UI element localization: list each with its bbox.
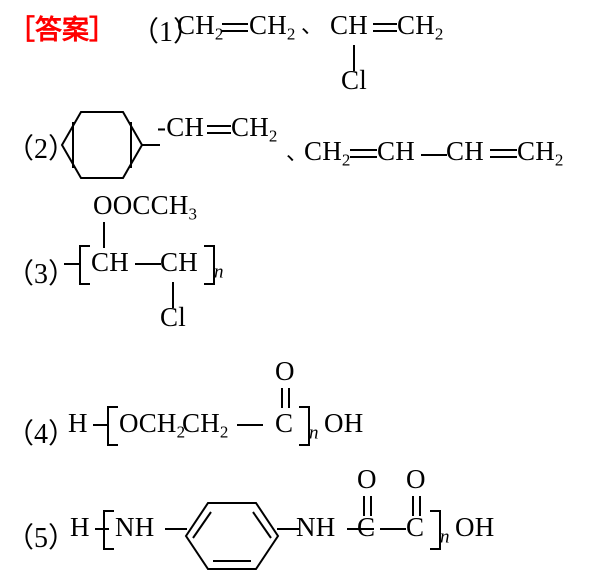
polymer-bracket-right xyxy=(299,406,310,446)
atom-subscript: 2 xyxy=(219,422,229,442)
atom-label: CH xyxy=(249,10,287,40)
subscript-n: n xyxy=(309,422,319,444)
double-bond-vertical xyxy=(412,496,421,516)
double-bond xyxy=(490,149,517,158)
polymer-unit-och2: OCH2 xyxy=(119,408,186,442)
double-bond xyxy=(207,125,231,134)
double-bond-vertical xyxy=(363,496,372,516)
polymer-subscript-n: n xyxy=(440,514,450,546)
atom-subscript: 2 xyxy=(214,24,224,44)
atom-label: CH xyxy=(517,136,555,166)
substituent-subscript: 3 xyxy=(188,204,198,224)
end-group-hydrogen: H xyxy=(70,512,90,542)
subscript-n: n xyxy=(214,261,224,283)
answer-number-1: （1） xyxy=(131,17,202,48)
polymer-unit-ch-left: CH xyxy=(91,247,129,277)
substituent-acetate: OOCCH3 xyxy=(93,190,198,224)
single-bond xyxy=(277,528,299,530)
structure-ethene-right: CH2 xyxy=(249,10,296,44)
polymer-subscript-n: n xyxy=(309,410,319,442)
atom-subscript: 2 xyxy=(176,422,186,442)
single-bond xyxy=(135,263,161,265)
carbonyl-carbon-2: C xyxy=(406,512,425,542)
polymer-bracket-left xyxy=(79,245,90,285)
substituent-chlorine: Cl xyxy=(160,302,186,332)
polymer-subscript-n: n xyxy=(214,249,224,281)
polymer-bracket-left xyxy=(107,406,118,446)
atom-label: CH xyxy=(231,112,269,142)
structure-chloroethene-ch: CH xyxy=(330,10,368,40)
answer-number-3: （3） xyxy=(6,259,77,290)
answer-number-5: （5） xyxy=(6,523,77,554)
atom-label: OCH xyxy=(119,408,177,438)
substituent-label: OOCCH xyxy=(93,190,189,220)
vertical-bond xyxy=(172,282,174,308)
carbonyl-oxygen: O xyxy=(275,356,295,386)
carbonyl-carbon: C xyxy=(275,408,294,438)
single-bond xyxy=(347,528,374,530)
polymer-unit-ch-right: CH xyxy=(160,247,198,277)
vertical-bond xyxy=(103,222,105,248)
structure-ethene-left: CH2 xyxy=(177,10,224,44)
atom-label: CH xyxy=(177,10,215,40)
separator-dunhao-2: 、 xyxy=(286,141,309,166)
structure-styrene-ch: -CH xyxy=(157,114,204,141)
carbonyl-oxygen-1: O xyxy=(357,464,377,494)
benzene-ring-phenylene xyxy=(184,500,280,574)
bracket-lead-bond xyxy=(93,424,109,426)
structure-butadiene-d: CH2 xyxy=(517,136,564,170)
structure-butadiene-b: CH xyxy=(377,136,415,166)
ring-to-chain-bond xyxy=(142,144,160,146)
double-bond xyxy=(350,149,377,158)
answer-number-4: （4） xyxy=(6,419,77,450)
structure-chloroethene-ch2: CH2 xyxy=(397,10,444,44)
carbonyl-carbon-1: C xyxy=(357,512,376,542)
end-group-hydroxyl: OH xyxy=(455,512,495,542)
atom-label: CH xyxy=(182,408,220,438)
substituent-chlorine: Cl xyxy=(341,65,367,95)
single-bond xyxy=(421,154,447,156)
single-bond xyxy=(380,528,406,530)
atom-label: -CH xyxy=(157,112,205,142)
atom-subscript: 2 xyxy=(554,150,564,170)
atom-subscript: 2 xyxy=(434,24,444,44)
benzene-ring-styrene xyxy=(60,108,144,182)
end-group-hydrogen: H xyxy=(68,408,88,438)
end-group-hydroxyl: OH xyxy=(324,408,364,438)
double-bond xyxy=(222,23,248,32)
structure-butadiene-a: CH2 xyxy=(304,136,351,170)
double-bond xyxy=(373,23,397,32)
double-bond-vertical xyxy=(281,388,290,408)
single-bond xyxy=(165,528,187,530)
atom-label: CH xyxy=(304,136,342,166)
structure-styrene-ch2: CH2 xyxy=(231,112,278,146)
bracket-lead-bond xyxy=(95,528,109,530)
polymer-bracket-right xyxy=(430,510,441,550)
atom-subscript: 2 xyxy=(341,150,351,170)
atom-subscript: 2 xyxy=(286,24,296,44)
answer-tag: ［答案］ xyxy=(8,15,116,46)
polymer-bracket-right xyxy=(204,245,215,285)
carbonyl-oxygen-2: O xyxy=(406,464,426,494)
structure-butadiene-c: CH xyxy=(446,136,484,166)
polymer-unit-ch2: CH2 xyxy=(182,408,229,442)
atom-subscript: 2 xyxy=(268,126,278,146)
single-bond xyxy=(237,424,263,426)
amide-nh-right: NH xyxy=(296,512,336,542)
atom-label: CH xyxy=(397,10,435,40)
polymer-bracket-left xyxy=(103,510,114,550)
subscript-n: n xyxy=(440,526,450,548)
bracket-lead-bond xyxy=(64,263,80,265)
amide-nh-left: NH xyxy=(115,512,155,542)
separator-dunhao-1: 、 xyxy=(301,14,324,39)
vertical-bond xyxy=(353,45,355,71)
